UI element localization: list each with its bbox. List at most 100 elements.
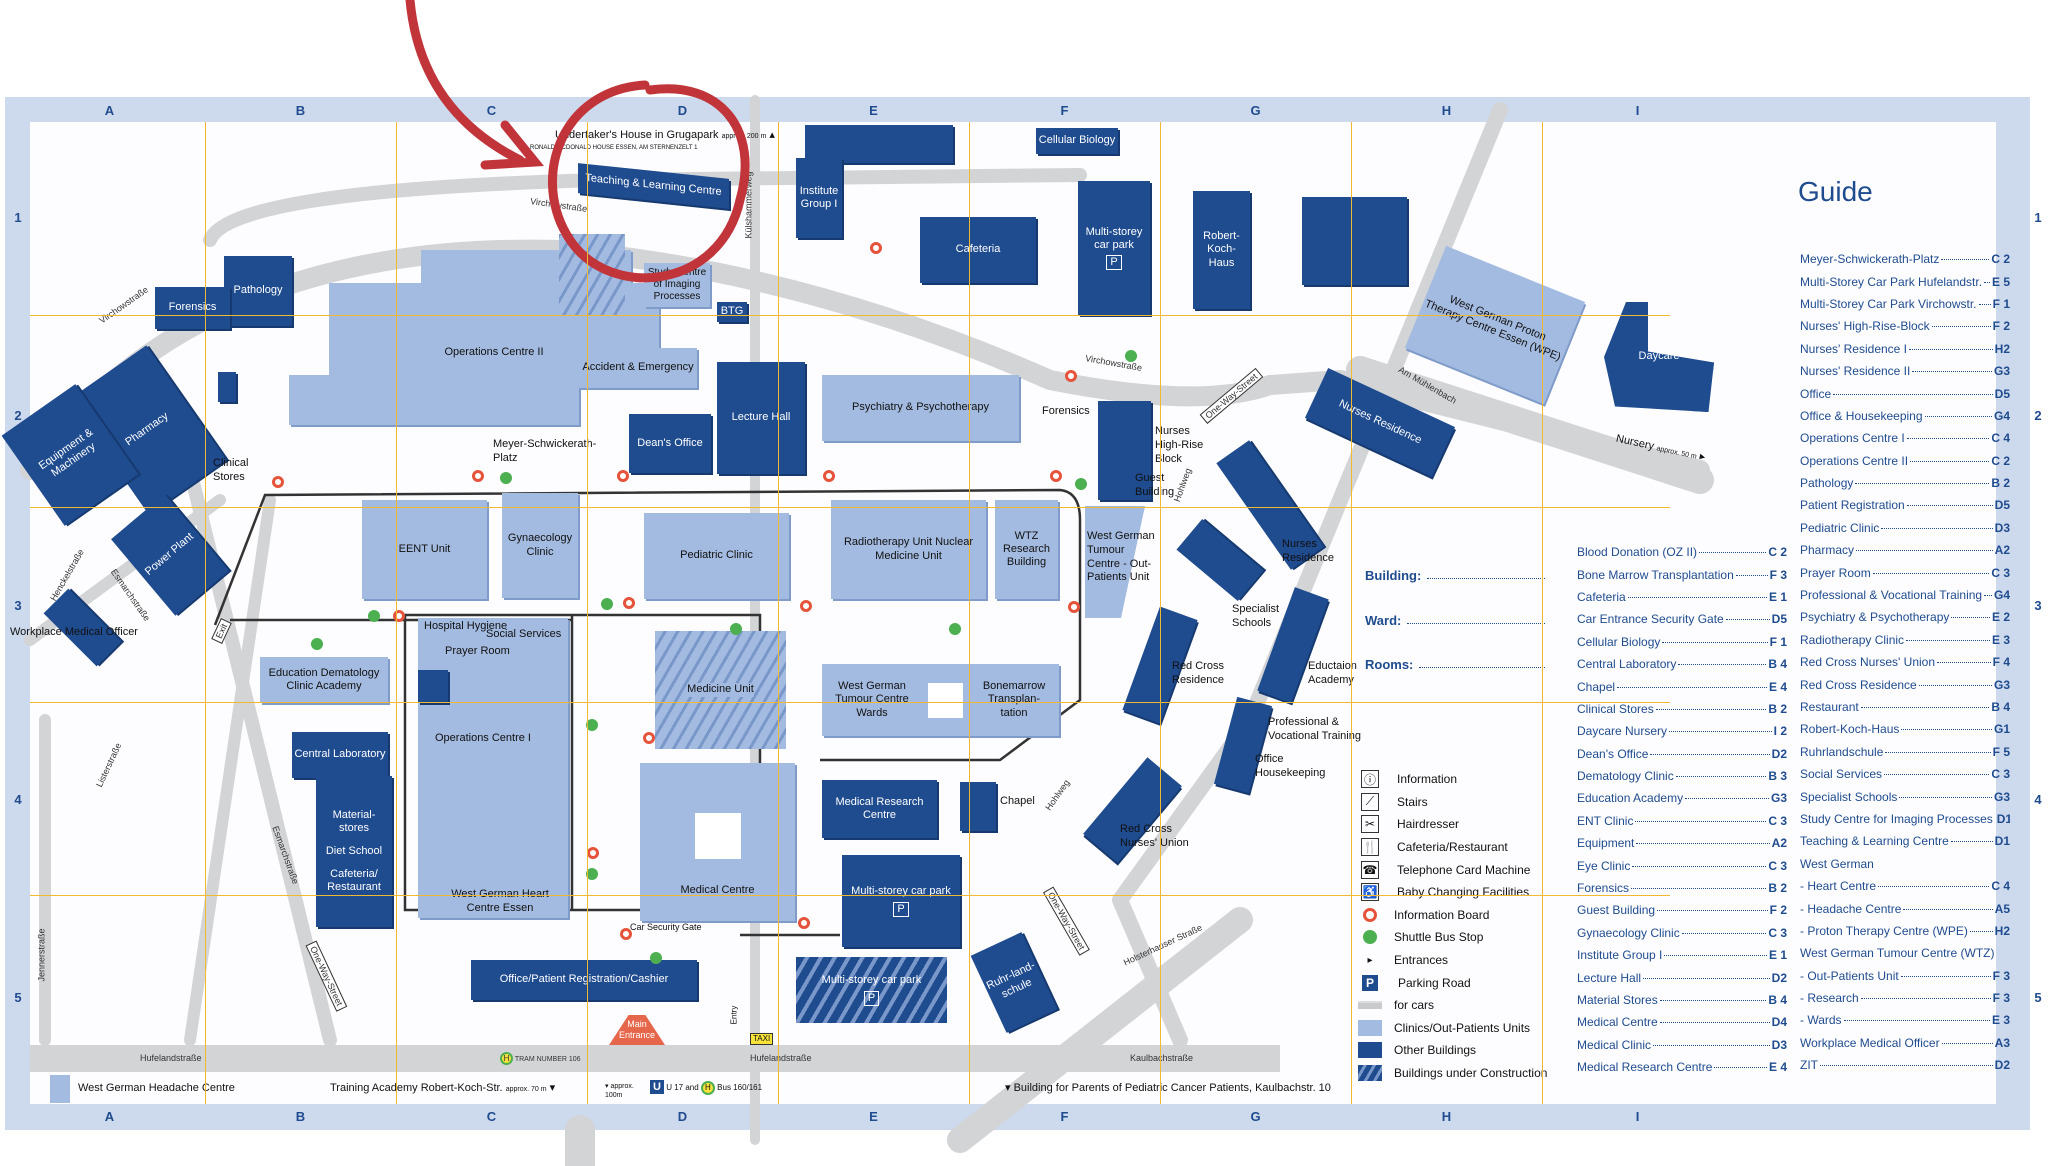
guide-entry[interactable]: Multi-Storey Car Park Hufelandstr.E 5	[1800, 270, 2010, 292]
building-accident-emergency[interactable]: Accident & Emergency	[579, 348, 697, 388]
building-robert-koch-haus[interactable]: Robert-Koch-Haus	[1193, 191, 1250, 309]
guide-entry[interactable]: - Proton Therapy Centre (WPE)H2	[1800, 920, 2010, 942]
building-wtz-research[interactable]: WTZ Research Building	[995, 500, 1058, 599]
building-btg[interactable]: BTG	[717, 302, 747, 322]
building-pathology[interactable]: Pathology	[224, 256, 292, 326]
building-medical-centre[interactable]: Medical Centre	[640, 763, 795, 921]
guide-entry[interactable]: West German	[1800, 853, 2010, 875]
building-institute-group-1[interactable]: Institute Group I	[796, 158, 842, 238]
road-am-muehlenbach	[1346, 356, 1714, 494]
building-gynaecology-clinic[interactable]: Gynaecology Clinic	[502, 493, 578, 598]
building-pediatric-clinic[interactable]: Pediatric Clinic	[644, 513, 789, 599]
building-lecture-hall[interactable]: Lecture Hall	[717, 362, 805, 474]
building-medicine-unit[interactable]: Medicine Unit	[655, 631, 786, 749]
building-chapel[interactable]	[960, 782, 996, 831]
building-radiotherapy[interactable]: Radiotherapy Unit Nuclear Medicine Unit	[831, 500, 986, 599]
ward-field[interactable]: Ward:	[1365, 613, 1545, 628]
building-label: Multi-storey car park	[1085, 225, 1143, 251]
legend-item: Information Board	[1358, 904, 1547, 927]
building-cellular-biology[interactable]: Cellular Biology	[1036, 128, 1118, 154]
guide-entry[interactable]: Blood Donation (OZ II)C 2	[1577, 541, 1787, 563]
building-deans-office[interactable]: Dean's Office	[629, 414, 711, 473]
building-central-laboratory[interactable]: Central Laboratory	[292, 732, 388, 778]
guide-entry[interactable]: West German Tumour Centre (WTZ)	[1800, 942, 2010, 964]
building-office-registration[interactable]: Office/Patient Registration/Cashier	[471, 960, 697, 1000]
building-eent-unit[interactable]: EENT Unit	[362, 500, 487, 599]
building-education-dermatology[interactable]: Education Dematology Clinic Academy	[260, 657, 388, 703]
building-forensics-b[interactable]: Forensics	[155, 287, 230, 329]
building-psychiatry[interactable]: Psychiatry & Psychotherapy	[822, 375, 1019, 441]
guide-entry[interactable]: Multi-Storey Car Park Virchowstr.F 1	[1800, 293, 2010, 315]
building-cafeteria[interactable]: Cafeteria	[920, 217, 1036, 283]
label-specialist-schools: Specialist Schools	[1232, 603, 1280, 629]
guide-entry-name: Robert-Koch-Haus	[1800, 722, 1900, 737]
building-field[interactable]: Building:	[1365, 568, 1545, 583]
rooms-field[interactable]: Rooms:	[1365, 657, 1545, 672]
building-nurses-highrise[interactable]	[1098, 401, 1151, 500]
building-medical-research-centre[interactable]: Medical Research Centre	[822, 780, 937, 838]
guide-entry-grid-ref: C 3	[1768, 813, 1787, 828]
building-study-centre-imaging[interactable]: Study Centre of Imaging Processes	[644, 263, 710, 307]
